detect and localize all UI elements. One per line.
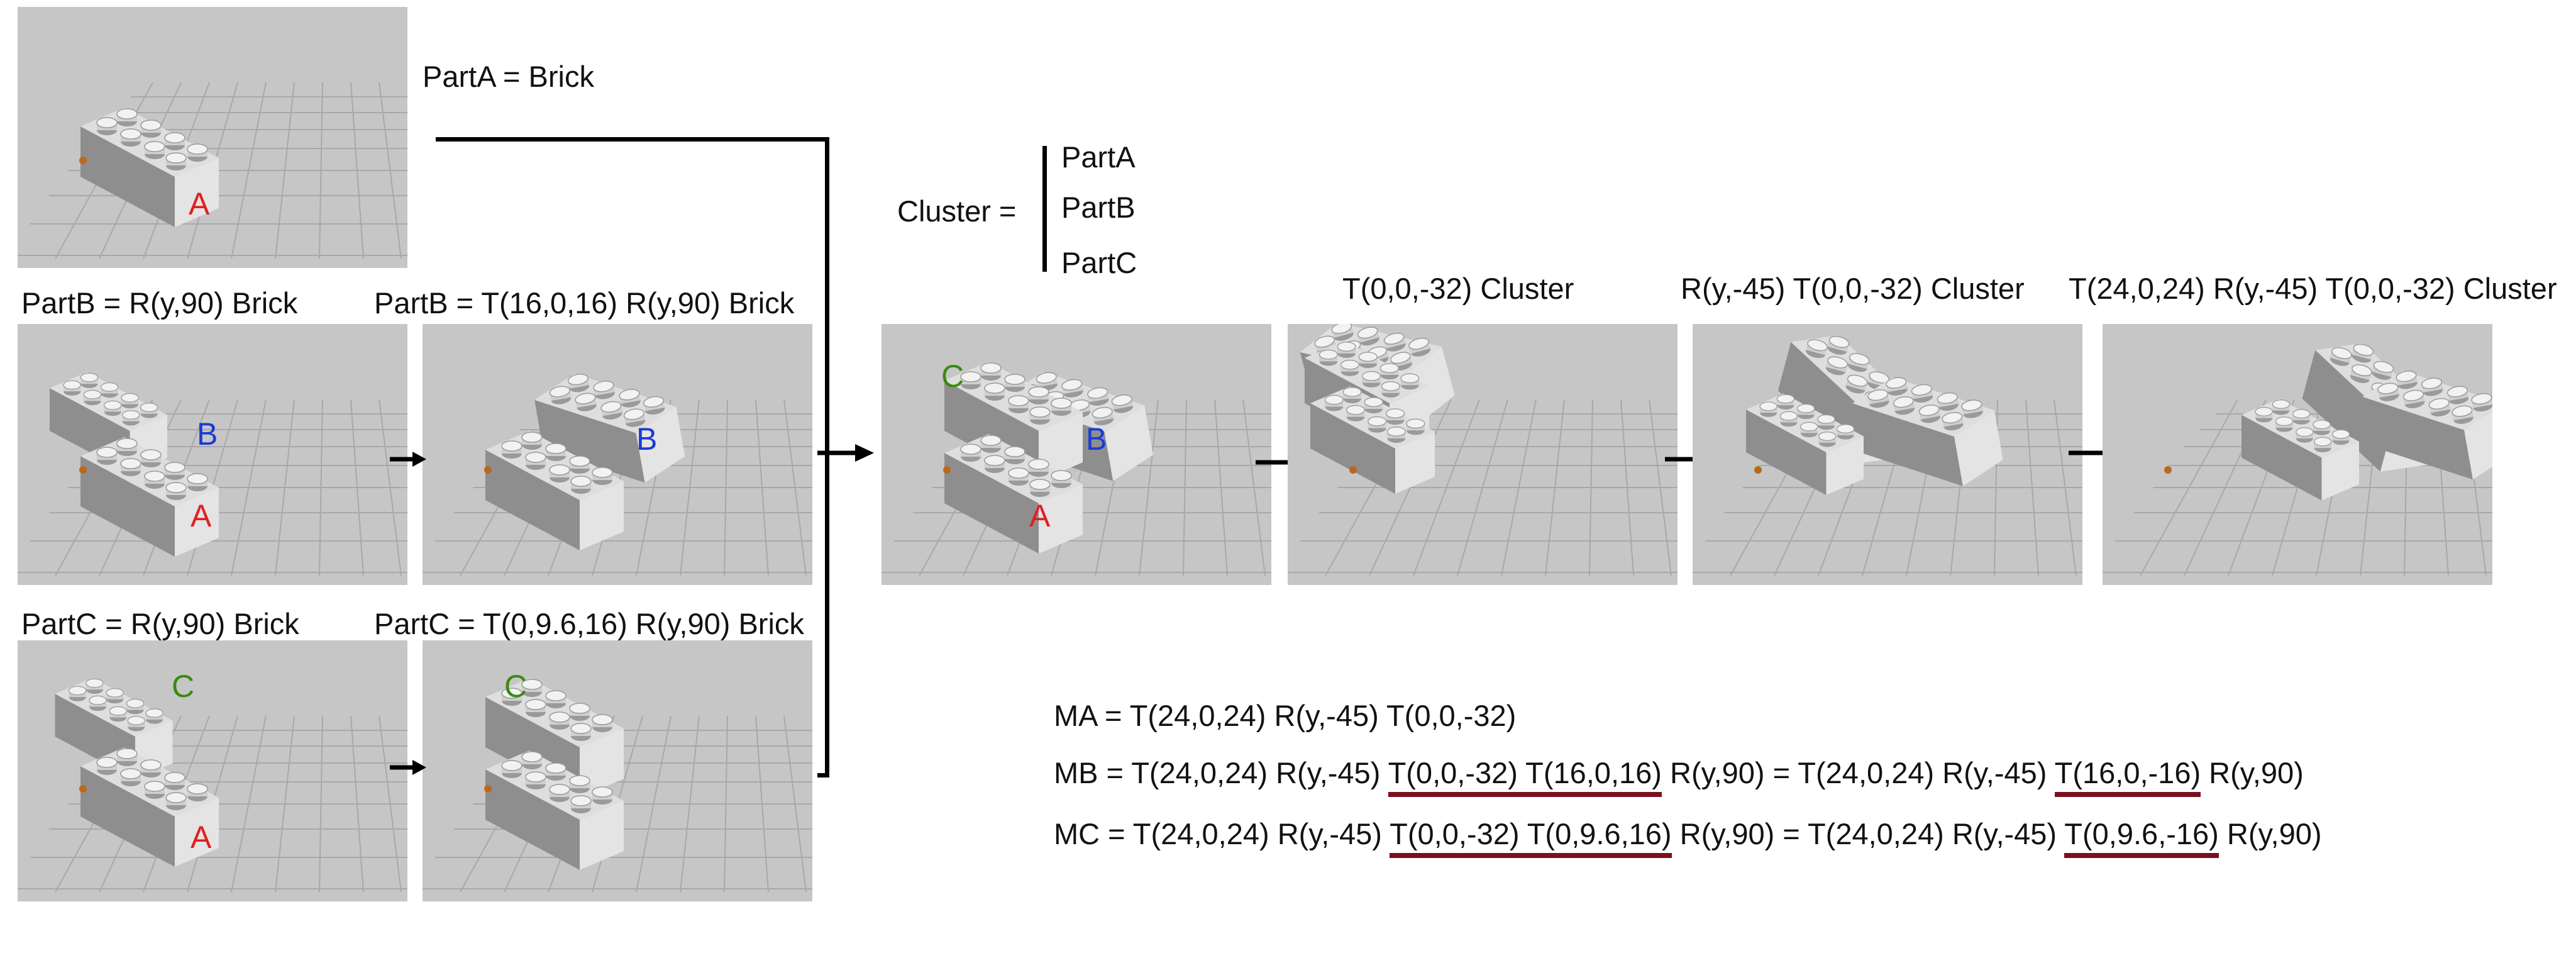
tag-b: B (197, 416, 218, 452)
tag-a: A (191, 498, 212, 533)
step1-label: T(0,0,-32) Cluster (1342, 272, 1574, 305)
formula-mb: MB = T(24,0,24) R(y,-45) T(0,0,-32) T(16… (1054, 756, 2304, 789)
render-part-c-rotated: C A (18, 640, 407, 901)
render-step3 (2103, 324, 2492, 585)
mb-underline-2 (2054, 792, 2201, 797)
tag-a: A (191, 820, 212, 855)
tag-a: A (189, 186, 210, 221)
render-step1 (1288, 324, 1678, 585)
formula-mc: MC = T(24,0,24) R(y,-45) T(0,0,-32) T(0,… (1054, 817, 2322, 850)
tag-c: C (504, 669, 527, 704)
tag-a: A (1029, 498, 1051, 533)
cluster-item-a: PartA (1061, 140, 1136, 174)
cluster-item-c: PartC (1061, 246, 1137, 279)
arrow-to-cluster (817, 444, 874, 462)
connector-bottom (817, 773, 829, 777)
part-b-trans-label: PartB = T(16,0,16) R(y,90) Brick (374, 286, 795, 320)
mc-underline-1 (1390, 853, 1672, 858)
part-b-def-label: PartB = R(y,90) Brick (21, 286, 298, 320)
render-part-a: A (18, 7, 407, 268)
connector-top (436, 137, 829, 142)
render-cluster: C B A (882, 324, 1271, 585)
mc-underline-2 (2064, 853, 2219, 858)
step2-label: R(y,-45) T(0,0,-32) Cluster (1681, 272, 2025, 305)
render-part-c-translated: C (423, 640, 812, 901)
origin-marker (79, 157, 87, 164)
part-c-def-label: PartC = R(y,90) Brick (21, 607, 299, 640)
formula-mb-underlined-2: T(16,0,-16) (2054, 756, 2201, 789)
render-step2 (1693, 324, 2082, 585)
tag-c: C (941, 359, 964, 394)
cluster-label: Cluster = (897, 194, 1017, 228)
part-a-def-label: PartA = Brick (423, 60, 594, 93)
connector-vertical (825, 137, 829, 777)
formula-ma: MA = T(24,0,24) R(y,-45) T(0,0,-32) (1054, 699, 1517, 732)
part-c-trans-label: PartC = T(0,9.6,16) R(y,90) Brick (374, 607, 804, 640)
cluster-item-b: PartB (1061, 191, 1136, 224)
arrow-c (390, 760, 426, 775)
arrow-b (390, 452, 426, 467)
cluster-bracket (1042, 146, 1047, 272)
render-part-b-translated: B (423, 324, 812, 585)
formula-mc-underlined-1: T(0,0,-32) T(0,9.6,16) (1390, 817, 1672, 850)
tag-b: B (1086, 421, 1107, 457)
mb-underline-1 (1388, 792, 1662, 797)
formula-mb-underlined-1: T(0,0,-32) T(16,0,16) (1388, 756, 1662, 789)
formula-mc-underlined-2: T(0,9.6,-16) (2064, 817, 2219, 850)
tag-c: C (172, 669, 194, 704)
render-part-b-rotated: B A (18, 324, 407, 585)
tag-b: B (636, 421, 657, 457)
step3-label: T(24,0,24) R(y,-45) T(0,0,-32) Cluster (2069, 272, 2557, 305)
